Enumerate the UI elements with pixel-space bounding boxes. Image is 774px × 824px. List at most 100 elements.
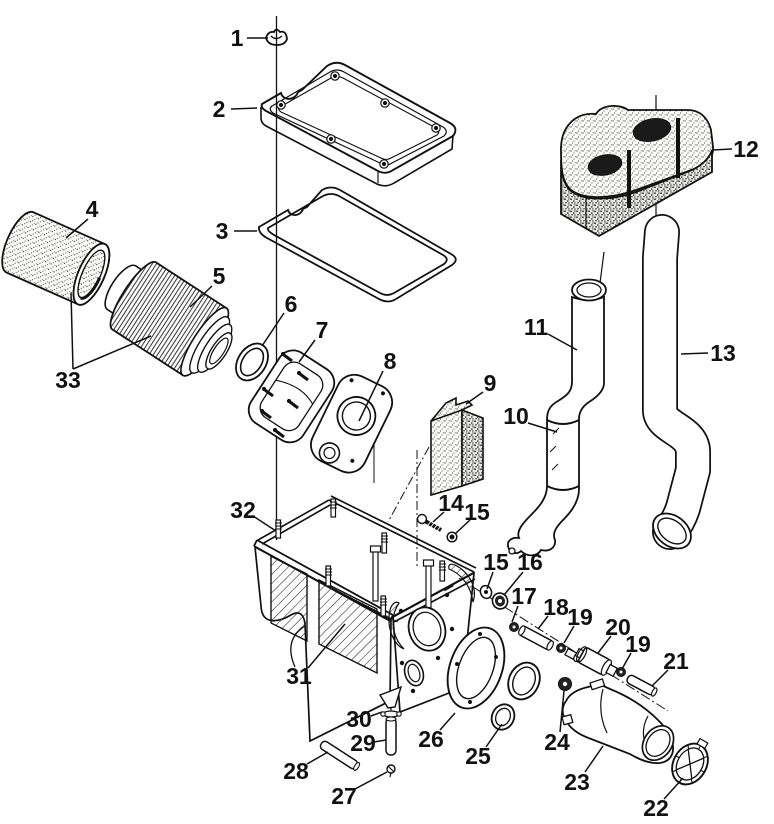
leader-line-12 (711, 148, 733, 151)
part-number-31: 31 (286, 663, 312, 689)
part-number-5: 5 (213, 263, 226, 289)
air-box-ports (398, 592, 455, 694)
leader-line-11 (547, 333, 578, 351)
leader-line-8 (358, 370, 384, 422)
part-callout-16: 16 (503, 549, 543, 596)
hatched-panel-left (270, 554, 308, 643)
leader-line-16 (503, 571, 524, 596)
leader-line-26 (439, 712, 456, 731)
part-callout-32: 32 (230, 497, 277, 532)
leader-line-18 (537, 615, 549, 630)
rod-part-28 (319, 740, 361, 771)
part-callout-27: 27 (331, 771, 388, 809)
flange-ring-part-22 (671, 737, 709, 786)
leader-line-2 (230, 107, 258, 110)
part-number-29: 29 (350, 730, 376, 756)
part-callout-13: 13 (680, 340, 736, 366)
leader-line-7 (298, 339, 316, 363)
part-number-1: 1 (231, 25, 244, 51)
part-callout-23: 23 (564, 745, 604, 795)
part-number-33: 33 (55, 367, 81, 393)
part-number-19b: 19 (625, 631, 651, 657)
part-number-12: 12 (733, 136, 759, 162)
foam-block-part-9 (430, 396, 484, 497)
leader-line-32 (252, 515, 277, 532)
part-number-23: 23 (564, 769, 590, 795)
flange-crescent-right (448, 563, 475, 603)
part-number-21: 21 (663, 648, 689, 674)
part-callout-4: 4 (65, 196, 99, 239)
foam-tube-part-4 (1, 210, 111, 306)
hatched-panel-right (318, 578, 378, 675)
leader-line-15b (486, 571, 494, 590)
part-callout-24: 24 (544, 690, 570, 755)
part-callout-18: 18 (537, 594, 569, 630)
clamp-part-19-right (616, 667, 626, 677)
filter-cartridge-part-5 (104, 261, 233, 377)
leader-line-14 (432, 511, 445, 523)
cover-screw-bosses (276, 71, 441, 169)
part-number-32: 32 (230, 497, 256, 523)
part-callout-19a: 19 (563, 604, 593, 644)
part-number-4: 4 (86, 196, 99, 222)
part-callout-14: 14 (432, 490, 464, 523)
spacer-part-17 (509, 622, 519, 632)
air-box-part-31 (253, 495, 477, 743)
part-number-13: 13 (710, 340, 736, 366)
part-callout-20: 20 (597, 614, 631, 654)
part-callout-2: 2 (213, 96, 258, 122)
part-callout-33: 33 (55, 292, 152, 393)
part-number-16: 16 (517, 549, 543, 575)
part-number-8: 8 (384, 348, 397, 374)
hose-stub-part-21 (626, 674, 658, 697)
leader-line-21 (651, 669, 669, 687)
part-number-17: 17 (511, 583, 537, 609)
leader-line-31 (307, 623, 346, 669)
part-callout-19b: 19 (621, 631, 651, 670)
part-callout-25: 25 (465, 723, 503, 769)
part-callout-1: 1 (231, 25, 268, 51)
part-callout-15b: 15 (483, 549, 509, 590)
part-callout-17: 17 (511, 583, 537, 623)
part-callout-6a: 6 (261, 291, 298, 347)
part-callout-10: 10 (503, 403, 558, 433)
leader-line-27 (354, 771, 388, 790)
leader-line-13 (680, 352, 709, 355)
leader-line-19b (621, 652, 632, 670)
part-number-20: 20 (605, 614, 631, 640)
part-callout-29: 29 (350, 730, 387, 756)
part-callout-28: 28 (283, 751, 329, 784)
part-number-19a: 19 (567, 604, 593, 630)
part-number-7: 7 (316, 317, 329, 343)
part-number-14: 14 (438, 490, 464, 516)
part-number-28: 28 (283, 758, 309, 784)
leader-line-9 (465, 391, 484, 405)
part-number-22: 22 (643, 795, 669, 821)
part-callout-22: 22 (643, 777, 684, 821)
part-callout-11: 11 (524, 314, 578, 351)
rim-studs-part-32 (275, 498, 446, 617)
leader-line-10 (527, 422, 558, 433)
leader-line-33 (70, 292, 74, 370)
part-number-18: 18 (543, 594, 569, 620)
part-number-6a: 6 (285, 291, 298, 317)
part-number-3: 3 (216, 218, 229, 244)
leader-line-24 (559, 690, 565, 733)
grommet-part-24 (558, 677, 572, 691)
part-number-11: 11 (524, 314, 549, 340)
leader-line-22 (663, 777, 684, 800)
part-number-27: 27 (331, 783, 357, 809)
part-callout-5: 5 (189, 263, 226, 308)
leader-line-19a (563, 625, 575, 644)
leader-line-4 (65, 218, 89, 239)
part-number-25: 25 (465, 743, 491, 769)
part-callout-21: 21 (651, 648, 689, 687)
leader-line-15a (454, 519, 471, 535)
part-number-30: 30 (346, 706, 372, 732)
valve-part-20 (574, 646, 619, 678)
bracket-studs (259, 351, 309, 439)
part-callout-26: 26 (418, 712, 456, 752)
gasket-part-3 (258, 186, 457, 303)
